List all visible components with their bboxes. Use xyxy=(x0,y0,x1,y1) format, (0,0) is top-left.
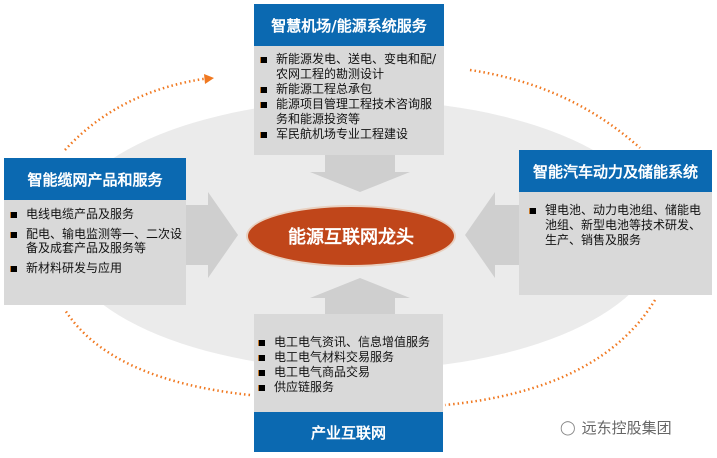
list-item: 能源项目管理工程技术咨询服务和能源投资等 xyxy=(258,97,442,127)
arrow-from-top xyxy=(310,155,410,192)
arrows xyxy=(186,155,519,314)
top-box: 智慧机场/能源系统服务 新能源发电、送电、变电和配/农网工程的勘测设计 新能源工… xyxy=(254,4,444,155)
list-item: 电线电缆产品及服务 xyxy=(8,207,184,221)
left-box: 智能缆网产品和服务 电线电缆产品及服务 配电、输电监测等一、二次设备及成套产品及… xyxy=(4,158,186,305)
center-ellipse: 能源互联网龙头 xyxy=(246,205,456,267)
watermark: ◯ 远东控股集团 xyxy=(560,417,672,438)
list-item: 新能源发电、送电、变电和配/农网工程的勘测设计 xyxy=(258,52,442,82)
left-box-title: 智能缆网产品和服务 xyxy=(4,158,186,200)
dotted-cycle xyxy=(63,68,657,407)
arrow-from-right xyxy=(465,192,519,278)
list-item: 新能源工程总承包 xyxy=(258,82,442,97)
right-box: 智能汽车动力及储能系统 锂电池、动力电池组、储能电池组、新型电池等技术研发、生产… xyxy=(519,150,712,295)
bottom-box-title: 产业互联网 xyxy=(254,412,443,452)
list-item: 电工电气材料交易服务 xyxy=(256,350,443,365)
top-box-title: 智慧机场/能源系统服务 xyxy=(254,4,444,46)
list-item: 军民航机场专业工程建设 xyxy=(258,127,442,142)
list-item: 电工电气资讯、信息增值服务 xyxy=(256,335,443,350)
list-item: 电工电气商品交易 xyxy=(256,365,443,380)
arrowhead-icon xyxy=(204,74,214,84)
right-box-title: 智能汽车动力及储能系统 xyxy=(519,150,712,192)
watermark-text: 远东控股集团 xyxy=(581,419,672,437)
arrow-from-left xyxy=(186,192,238,278)
list-item: 配电、输电监测等一、二次设备及成套产品及服务等 xyxy=(8,227,184,255)
list-item: 供应链服务 xyxy=(256,380,443,395)
list-item: 新材料研发与应用 xyxy=(8,261,184,275)
left-box-list: 电线电缆产品及服务 配电、输电监测等一、二次设备及成套产品及服务等 新材料研发与… xyxy=(8,207,184,275)
top-box-list: 新能源发电、送电、变电和配/农网工程的勘测设计 新能源工程总承包 能源项目管理工… xyxy=(258,52,442,142)
list-item: 锂电池、动力电池组、储能电池组、新型电池等技术研发、生产、销售及服务 xyxy=(527,203,707,248)
wechat-icon: ◯ xyxy=(560,419,576,436)
bottom-box-list: 电工电气资讯、信息增值服务 电工电气材料交易服务 电工电气商品交易 供应链服务 xyxy=(256,335,443,395)
bottom-box: 电工电气资讯、信息增值服务 电工电气材料交易服务 电工电气商品交易 供应链服务 … xyxy=(254,314,443,452)
arrow-from-bottom xyxy=(310,278,410,314)
right-box-list: 锂电池、动力电池组、储能电池组、新型电池等技术研发、生产、销售及服务 xyxy=(527,203,707,248)
